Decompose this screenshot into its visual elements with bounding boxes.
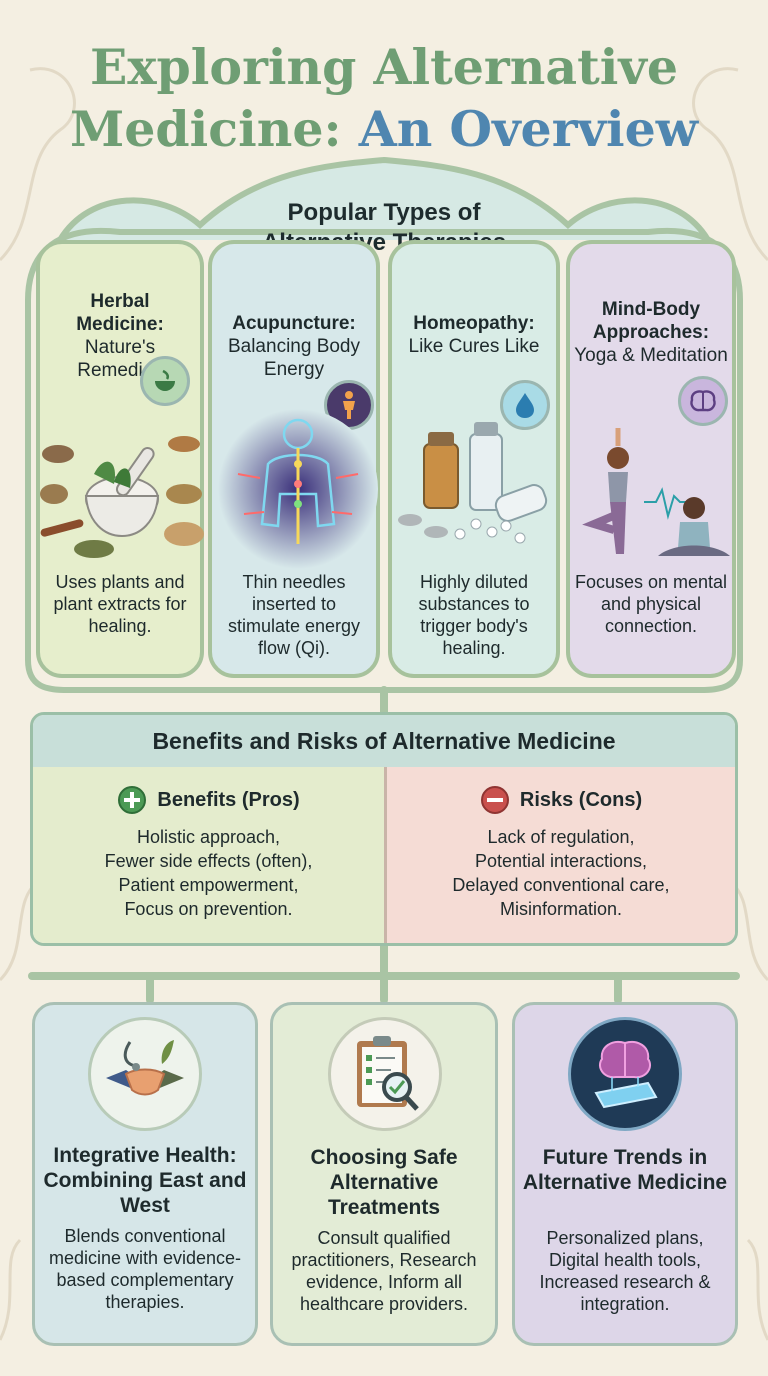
risk-line: Lack of regulation, xyxy=(487,827,635,847)
risks-list: Lack of regulation, Potential interactio… xyxy=(387,825,735,921)
benefit-line: Fewer side effects (often), xyxy=(104,851,313,871)
therapy-title: Homeopathy: xyxy=(413,313,535,334)
title-line-2-green: Medicine: xyxy=(70,100,342,158)
water-drop-icon xyxy=(500,380,550,430)
therapy-subtitle: Like Cures Like xyxy=(408,336,540,357)
card-title: Future Trends in Alternative Medicine xyxy=(522,1146,728,1194)
therapy-subtitle: Balancing Body Energy xyxy=(227,336,361,380)
benefits-title: Benefits (Pros) xyxy=(157,788,300,811)
benefits-list: Holistic approach, Fewer side effects (o… xyxy=(33,825,384,921)
therapy-panel-homeopathy: Homeopathy: Like Cures Like Highly dilut… xyxy=(388,240,560,678)
benefit-line: Holistic approach, xyxy=(136,827,281,847)
card-title: Choosing Safe Alternative Treatments xyxy=(310,1146,458,1219)
therapies-heading-line-1: Popular Types of xyxy=(287,199,481,226)
page-title: Exploring Alternative Medicine: An Overv… xyxy=(0,36,768,160)
plus-circle-icon xyxy=(118,786,147,814)
therapy-panel-herbal: Herbal Medicine: Nature's Remedies Uses … xyxy=(36,240,204,678)
benefit-line: Focus on prevention. xyxy=(124,899,293,919)
brain-icon xyxy=(678,376,728,426)
card-choosing-safe: Choosing Safe Alternative Treatments Con… xyxy=(270,1002,498,1346)
card-description: Consult qualified practitioners, Researc… xyxy=(291,1228,477,1314)
benefits-column: Benefits (Pros) Holistic approach, Fewer… xyxy=(33,767,384,943)
risks-title: Risks (Cons) xyxy=(519,788,643,811)
card-title: Integrative Health: Combining East and W… xyxy=(43,1144,247,1217)
title-line-2-blue: An Overview xyxy=(341,100,698,158)
card-future-trends: Future Trends in Alternative Medicine Pe… xyxy=(512,1002,738,1346)
risk-line: Potential interactions, xyxy=(474,851,648,871)
card-description: Personalized plans, Digital health tools… xyxy=(539,1228,711,1314)
clipboard-checklist-icon xyxy=(328,1017,442,1131)
minus-circle-icon xyxy=(480,786,509,814)
therapy-description: Thin needles inserted to stimulate energ… xyxy=(227,572,361,658)
therapy-subtitle: Yoga & Meditation xyxy=(574,345,728,366)
benefits-risks-section: Benefits and Risks of Alternative Medici… xyxy=(30,712,738,946)
card-description: Blends conventional medicine with eviden… xyxy=(48,1226,242,1312)
therapy-description: Highly diluted substances to trigger bod… xyxy=(418,572,530,658)
benefit-line: Patient empowerment, xyxy=(118,875,299,895)
card-integrative-health: Integrative Health: Combining East and W… xyxy=(32,1002,258,1346)
yoga-meditation-illustration xyxy=(582,428,730,556)
risk-line: Misinformation. xyxy=(499,899,623,919)
therapy-description: Focuses on mental and physical connectio… xyxy=(574,572,728,636)
homeopathy-illustration xyxy=(398,422,548,544)
title-line-1: Exploring Alternative xyxy=(89,38,679,96)
digital-brain-tablet-icon xyxy=(568,1017,682,1131)
handshake-icon xyxy=(88,1017,202,1131)
therapy-title: Mind-Body Approaches: xyxy=(592,299,710,343)
therapy-panel-mind-body: Mind-Body Approaches: Yoga & Meditation … xyxy=(566,240,736,678)
therapy-description: Uses plants and plant extracts for heali… xyxy=(53,572,187,636)
therapy-panel-acupuncture: Acupuncture: Balancing Body Energy Thin … xyxy=(208,240,380,678)
risks-column: Risks (Cons) Lack of regulation, Potenti… xyxy=(384,767,735,943)
mortar-pestle-icon xyxy=(140,356,190,406)
therapy-title: Herbal Medicine: xyxy=(76,291,164,335)
acupuncture-illustration xyxy=(218,409,378,569)
risk-line: Delayed conventional care, xyxy=(452,875,670,895)
therapy-title: Acupuncture: xyxy=(232,313,356,334)
herbs-illustration xyxy=(40,436,204,558)
benefits-risks-heading: Benefits and Risks of Alternative Medici… xyxy=(33,715,735,767)
